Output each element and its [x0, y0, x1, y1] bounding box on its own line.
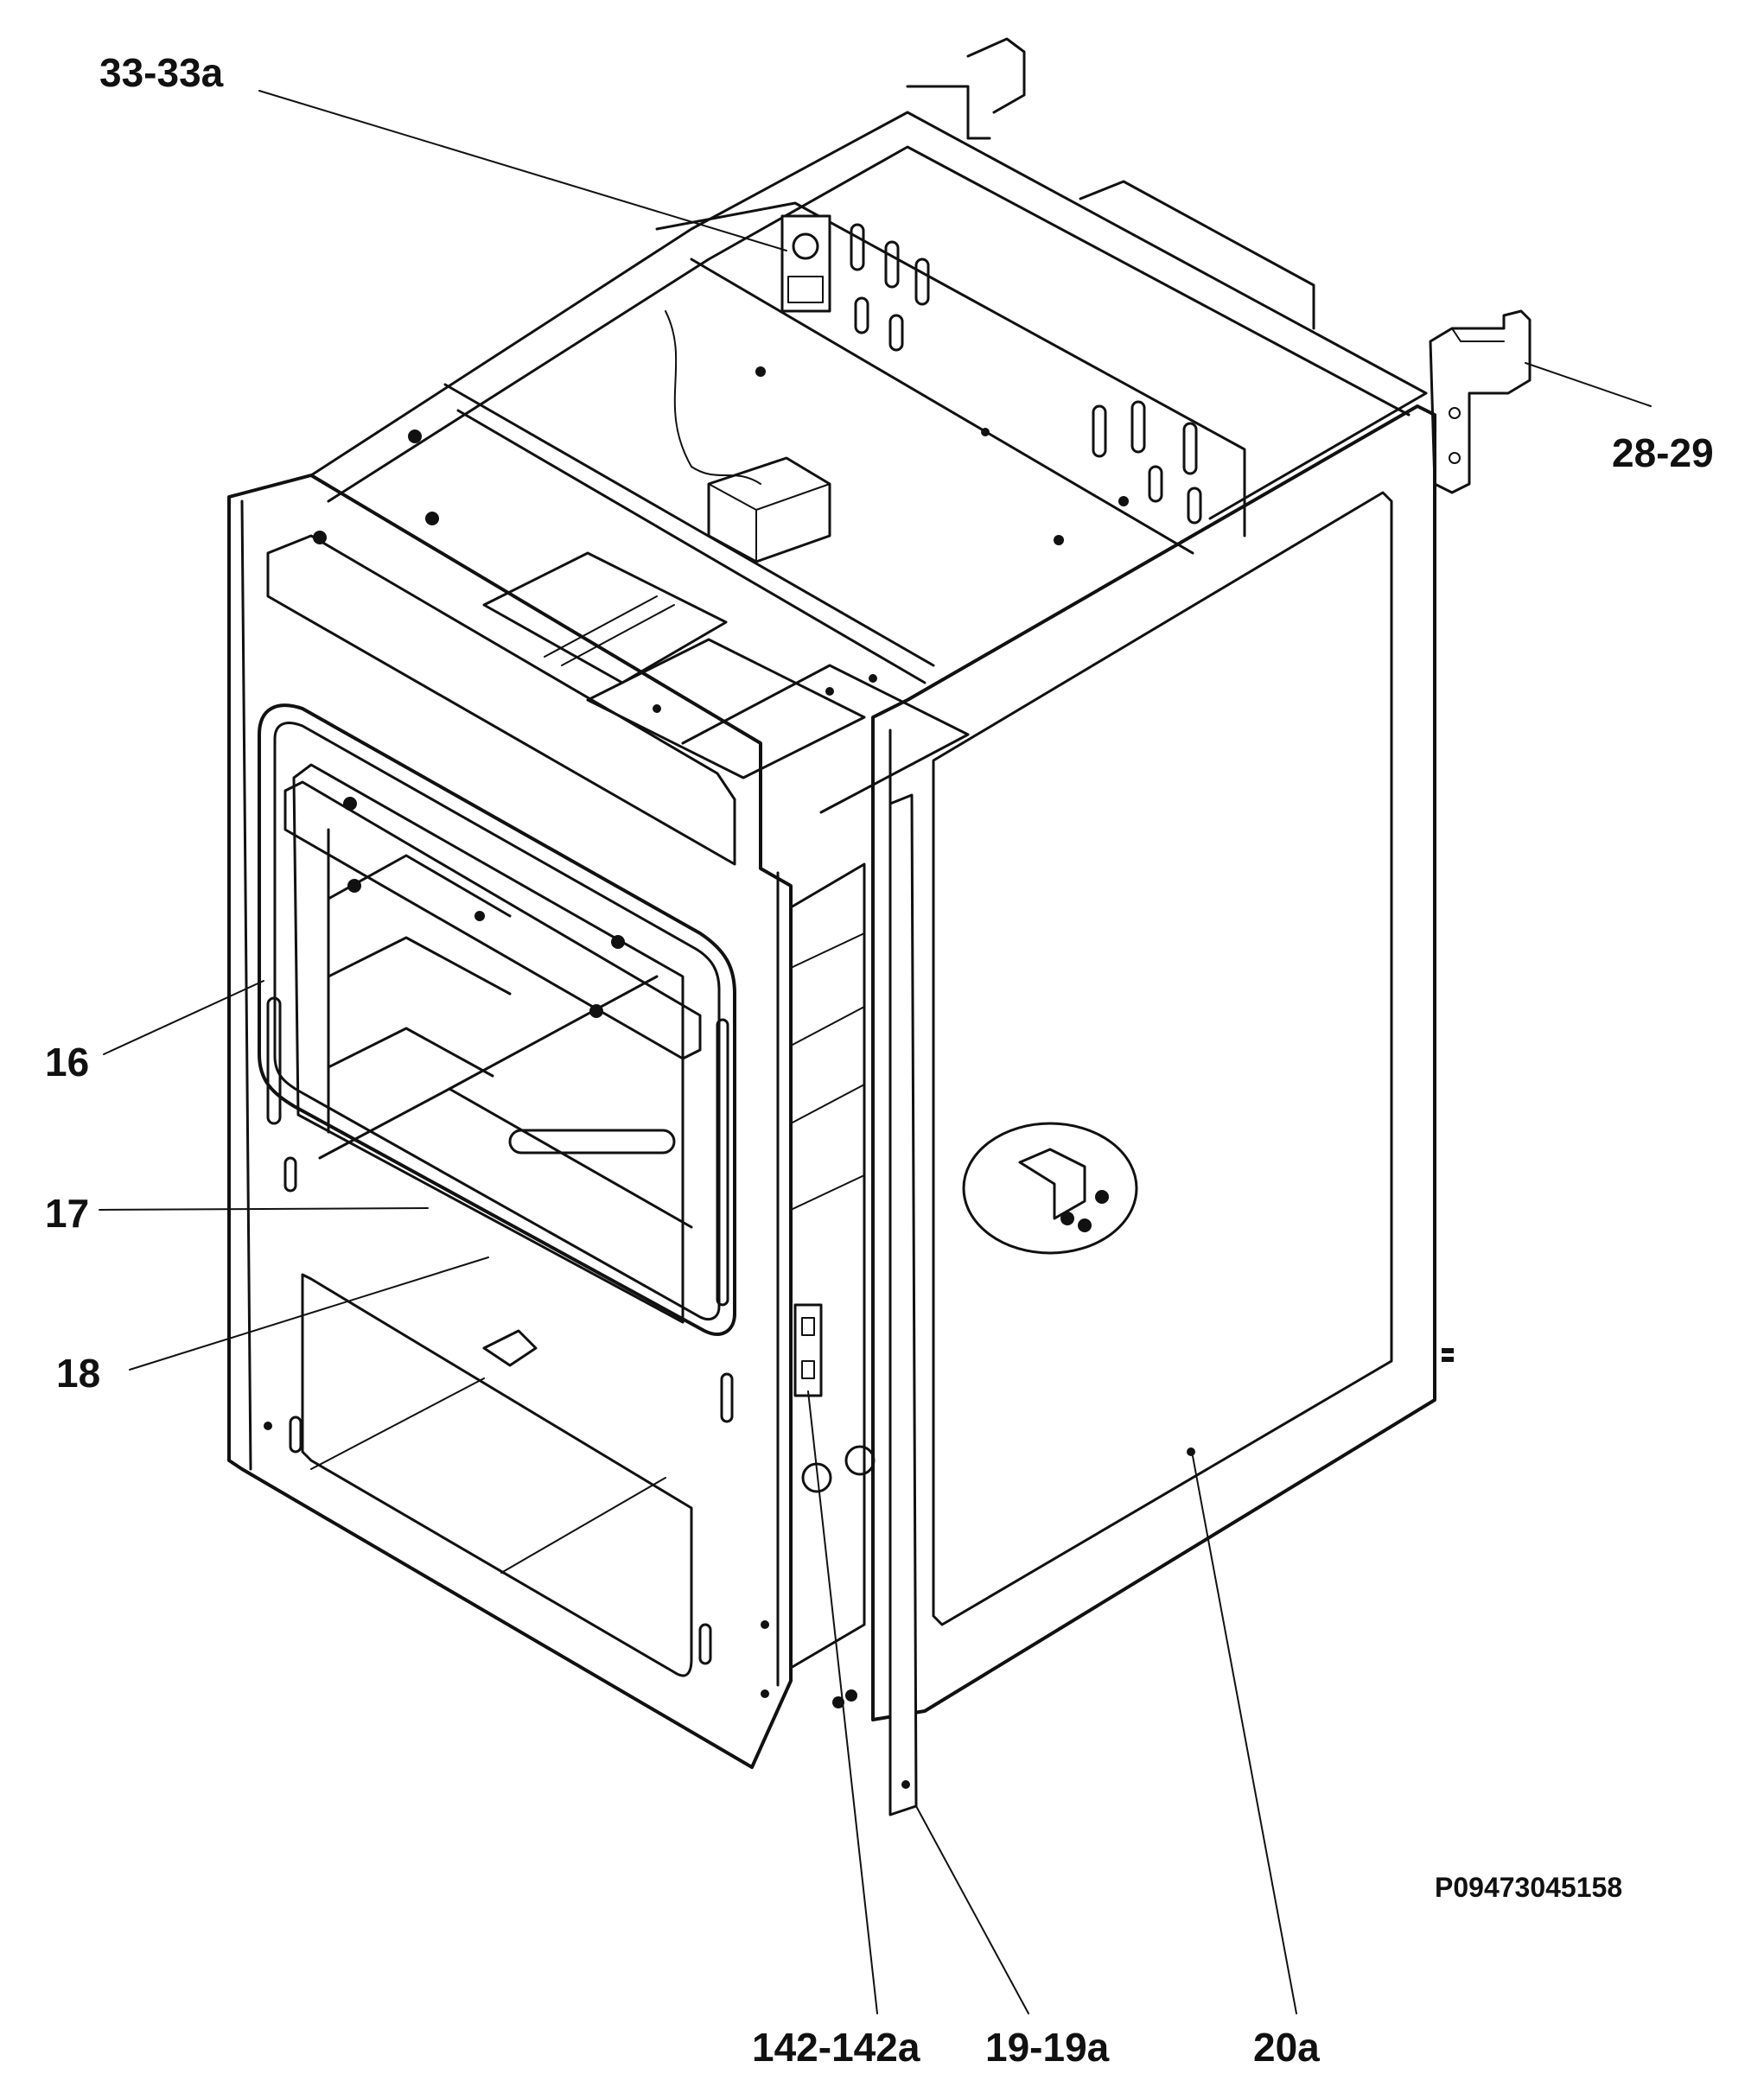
callout-17: 17: [45, 1191, 89, 1236]
callout-33-33a: 33-33a: [99, 50, 224, 95]
bracket-28-29-part: [1429, 309, 1532, 494]
leader-28-29: [1525, 362, 1652, 407]
middle-section: [789, 862, 876, 1708]
callout-18: 18: [56, 1351, 100, 1396]
drawing-code: P09473045158: [1435, 1872, 1622, 1903]
leader-19-19a: [915, 1805, 1029, 2014]
right-side-panel: [871, 404, 1454, 1816]
callout-28-29: 28-29: [1612, 430, 1714, 475]
hinge-142-part: [793, 1303, 823, 1397]
leader-16: [103, 980, 264, 1055]
bracket-33-33a-part: [780, 214, 831, 313]
front-frame: [227, 474, 793, 1769]
leader-142-142a: [807, 1390, 878, 2014]
callout-20a: 20a: [1253, 2025, 1320, 2070]
leader-18: [129, 1256, 489, 1371]
top-fasteners: [313, 366, 1129, 713]
leader-20a: [1192, 1455, 1297, 2014]
leader-lines: [99, 90, 1652, 2014]
top-frame: [309, 37, 1532, 814]
callout-16: 16: [45, 1040, 89, 1085]
strip-19-19a-part: [888, 793, 918, 1816]
cutaway-detail: [962, 1122, 1138, 1255]
callout-142-142a: 142-142a: [752, 2025, 920, 2070]
callout-labels: 33-33a 28-29 16 17 18 142-142a 19-19a 20…: [45, 50, 1714, 2070]
rear-slots: [850, 223, 1202, 525]
leader-17: [99, 1207, 429, 1211]
leader-33-33a: [258, 90, 787, 251]
callout-19-19a: 19-19a: [985, 2025, 1110, 2070]
